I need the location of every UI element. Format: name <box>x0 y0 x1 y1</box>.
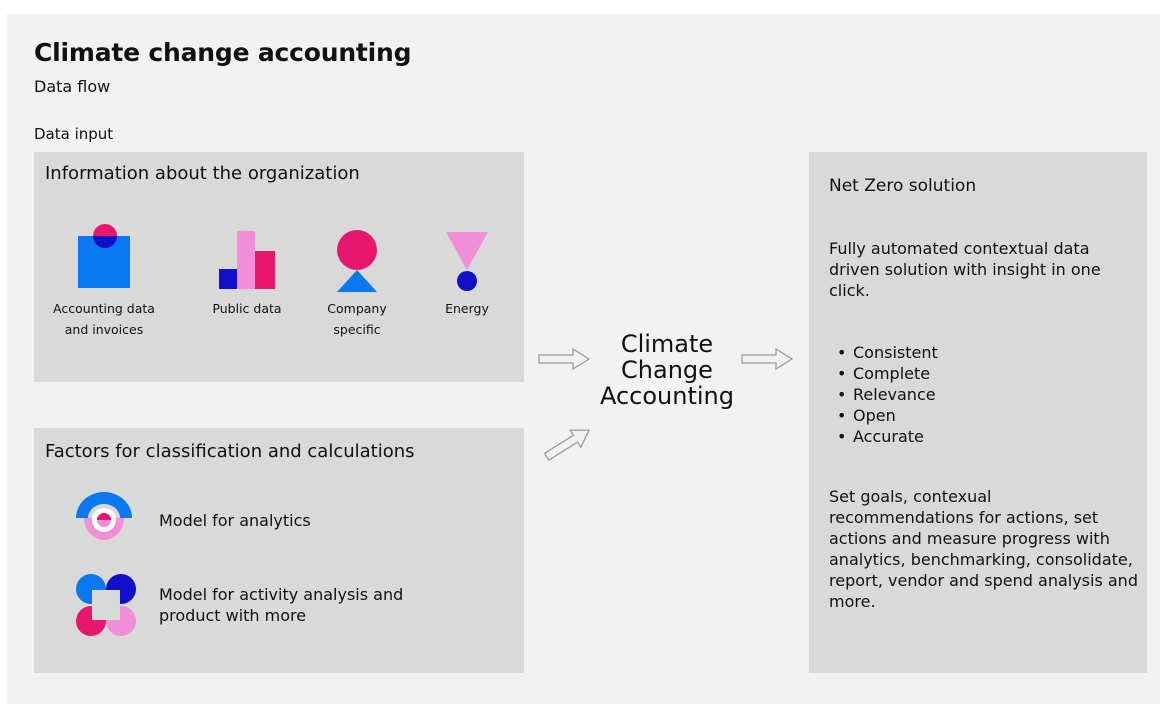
company-caption: Company specific <box>327 301 387 337</box>
netzero-description: Fully automated contextual data driven s… <box>829 239 1101 300</box>
page-title: Climate change accounting <box>34 38 412 67</box>
org-panel-heading: Information about the organization <box>45 163 360 184</box>
center-line-3: Accounting <box>599 382 734 410</box>
accounting-caption: Accounting data and invoices <box>53 301 155 337</box>
public-data-caption: Public data <box>212 301 282 316</box>
energy-icon <box>446 232 488 291</box>
netzero-heading: Net Zero solution <box>829 176 977 196</box>
public-data-icon <box>219 231 275 289</box>
climate-change-accounting-node: Climate Change Accounting <box>577 331 757 409</box>
arrow-to-netzero-icon <box>741 347 794 371</box>
energy-caption: Energy <box>445 301 489 316</box>
analytics-model-label: Model for analytics <box>159 511 311 530</box>
activity-model-label: Model for activity analysis and product … <box>159 585 404 625</box>
list-item: •Complete <box>837 364 931 383</box>
center-line-1: Climate <box>620 330 714 358</box>
center-line-2: Change <box>621 356 713 384</box>
diagram-canvas: Climate change accounting Data flow Data… <box>7 14 1160 704</box>
arrow-diagonal-icon <box>543 429 591 462</box>
company-specific-icon <box>337 230 377 292</box>
list-item: •Open <box>837 406 896 425</box>
list-item: •Accurate <box>837 427 924 446</box>
arrow-right-icon <box>538 347 591 371</box>
netzero-summary: Set goals, contexual recommendations for… <box>829 487 1138 611</box>
netzero-bullet-list: •Consistent •Complete •Relevance •Open •… <box>837 342 938 447</box>
org-info-panel: Information about the organization Accou… <box>34 152 524 382</box>
analytics-model-icon <box>76 492 132 540</box>
accounting-invoice-icon <box>78 224 130 288</box>
net-zero-panel: Net Zero solution Fully automated contex… <box>809 152 1147 673</box>
activity-model-icon <box>76 574 136 636</box>
factors-panel: Factors for classification and calculati… <box>34 428 524 673</box>
list-item: •Relevance <box>837 385 936 404</box>
factors-panel-heading: Factors for classification and calculati… <box>45 441 415 462</box>
list-item: •Consistent <box>837 343 938 362</box>
data-input-label: Data input <box>34 125 114 143</box>
page-subtitle: Data flow <box>34 77 111 96</box>
